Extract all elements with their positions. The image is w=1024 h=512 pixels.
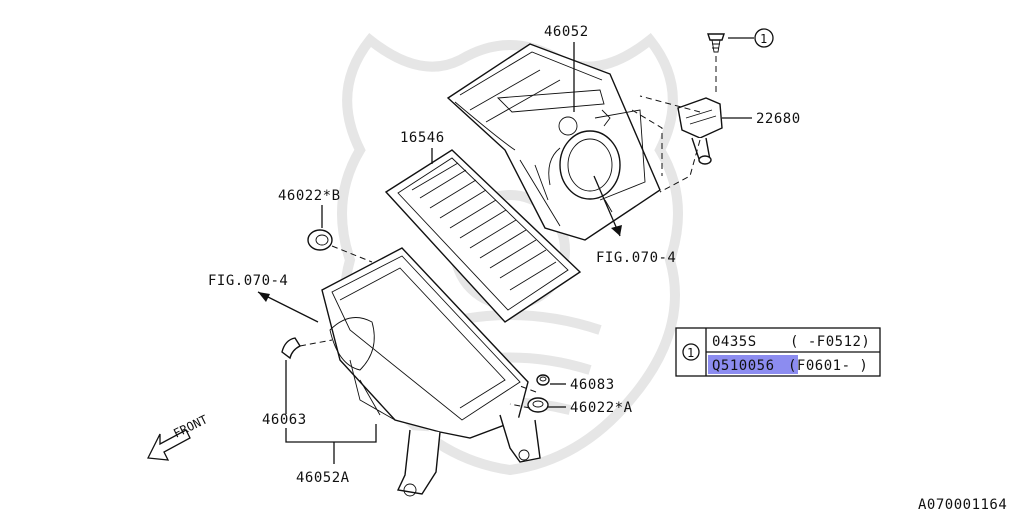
label-fig-left: FIG.070-4 bbox=[208, 273, 288, 289]
label-46063: 46063 bbox=[262, 412, 307, 428]
label-fig-right: FIG.070-4 bbox=[596, 250, 676, 266]
callout-marker-top: 1 bbox=[754, 28, 774, 48]
table-row-2-range: (F0601- ) bbox=[788, 358, 868, 374]
table-marker: 1 bbox=[687, 346, 694, 360]
grommet-46022b bbox=[307, 229, 333, 251]
air-filter-element bbox=[384, 149, 582, 323]
label-46022b: 46022*B bbox=[278, 188, 341, 204]
screw bbox=[707, 33, 725, 53]
front-label: FRONT bbox=[171, 412, 210, 440]
grommet-46022a bbox=[527, 397, 549, 413]
assembly-lines bbox=[299, 56, 717, 409]
front-arrow: FRONT bbox=[146, 412, 210, 461]
label-22680: 22680 bbox=[756, 111, 801, 127]
table-row-1-part: 0435S bbox=[712, 334, 757, 350]
leader-lines bbox=[257, 37, 754, 464]
label-46052a: 46052A bbox=[296, 470, 350, 486]
parts-table: 1 0435S ( -F0512) Q510056 (F0601- ) bbox=[675, 327, 881, 377]
table-row-1-range: ( -F0512) bbox=[790, 334, 870, 350]
mass-air-flow-sensor-22680 bbox=[677, 97, 723, 165]
table-row-2-highlight[interactable] bbox=[708, 355, 798, 374]
label-16546: 16546 bbox=[400, 130, 445, 146]
clip-46063 bbox=[281, 337, 302, 360]
label-46022a: 46022*A bbox=[570, 400, 633, 416]
table-row-2-part[interactable]: Q510056 bbox=[712, 358, 775, 374]
reference-id: A070001164 bbox=[918, 497, 1007, 512]
label-46083: 46083 bbox=[570, 377, 615, 393]
bushing-46083 bbox=[536, 374, 550, 386]
label-46052: 46052 bbox=[544, 24, 589, 40]
upper-air-cleaner-case bbox=[446, 43, 661, 241]
lower-air-cleaner-case bbox=[321, 247, 541, 497]
callout-number-top: 1 bbox=[760, 32, 767, 46]
